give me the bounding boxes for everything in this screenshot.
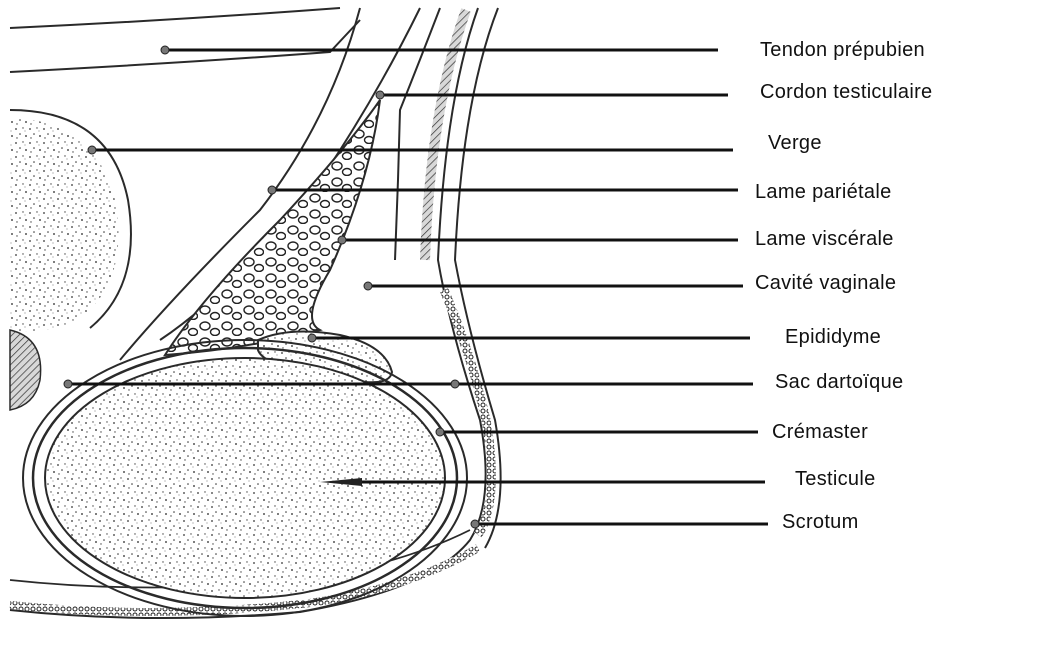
label-tendon-prepubien: Tendon prépubien xyxy=(760,39,925,61)
label-cavite-vaginale: Cavité vaginale xyxy=(755,272,896,294)
label-lame-parietale: Lame pariétale xyxy=(755,181,892,203)
pointer-dot-epididyme xyxy=(308,334,316,342)
pointer-dot-cavite-vaginale xyxy=(364,282,372,290)
testicule-shape xyxy=(23,340,467,616)
pointer-dot-sac-dartoique xyxy=(64,380,72,388)
label-epididyme: Epididyme xyxy=(785,326,881,348)
label-lame-viscerale: Lame viscérale xyxy=(755,228,894,250)
label-sac-dartoique: Sac dartoïque xyxy=(775,371,903,393)
pointer-dot-scrotum xyxy=(471,520,479,528)
pointer-dot-lame-parietale xyxy=(268,186,276,194)
tendon-prepubien-shape xyxy=(10,8,360,72)
pointer-dot-lame-viscerale xyxy=(338,236,346,244)
label-verge: Verge xyxy=(768,132,822,154)
pointer-dot-tendon xyxy=(161,46,169,54)
pointer-dot-cremaster xyxy=(436,428,444,436)
pointer-dot-sac-dartoique-2 xyxy=(451,380,459,388)
verge-shape xyxy=(10,110,131,410)
label-cremaster: Crémaster xyxy=(772,421,868,443)
pointer-dot-verge xyxy=(88,146,96,154)
pointer-dot-cordon xyxy=(376,91,384,99)
label-testicule: Testicule xyxy=(795,468,876,490)
label-scrotum: Scrotum xyxy=(782,511,859,533)
label-cordon-testiculaire: Cordon testiculaire xyxy=(760,81,932,103)
